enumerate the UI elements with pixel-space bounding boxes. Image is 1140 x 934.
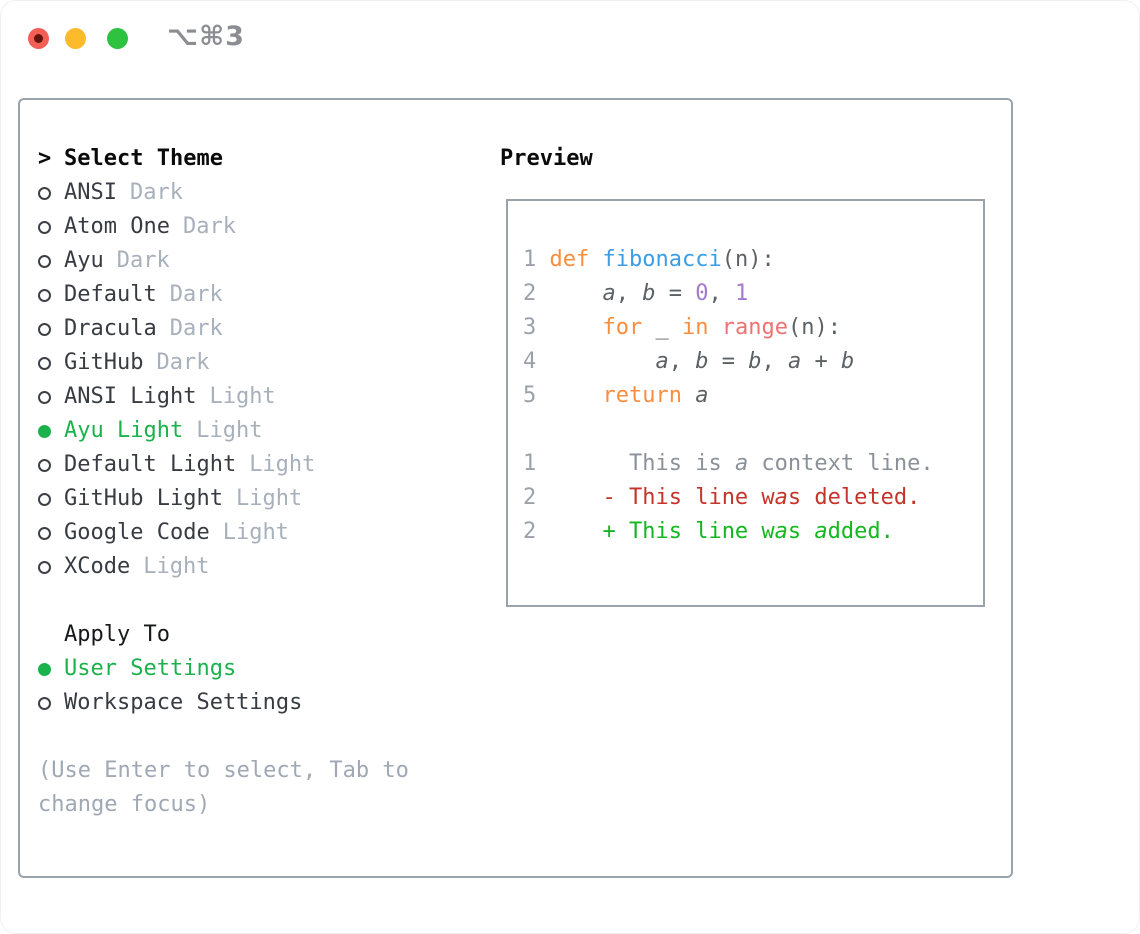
- radio-unselected-icon: [38, 492, 51, 506]
- radio-unselected-icon: [38, 526, 51, 540]
- option-label: Default: [64, 282, 157, 307]
- code-line: 2 + This line was added.: [523, 519, 894, 544]
- theme-option-github[interactable]: GitHub Dark: [38, 346, 409, 380]
- radio-unselected-icon: [38, 390, 51, 404]
- cursor-caret-icon: >: [38, 146, 52, 171]
- radio-unselected-icon: [38, 220, 51, 234]
- minimize-button[interactable]: [65, 28, 86, 49]
- option-label: XCode: [64, 554, 131, 579]
- radio-selected-icon: [38, 424, 51, 438]
- radio-unselected-icon: [38, 288, 51, 302]
- apply-to-title: Apply To: [64, 622, 170, 647]
- option-label: Default Light: [64, 452, 237, 477]
- theme-option-xcode[interactable]: XCode Light: [38, 550, 409, 584]
- code-line: 1 This is a context line.: [523, 451, 934, 476]
- apply-option-user-settings[interactable]: User Settings: [38, 652, 409, 686]
- theme-variant-tag: Dark: [129, 180, 183, 205]
- marker-cell: [38, 288, 64, 302]
- theme-variant-tag: Light: [235, 486, 303, 511]
- code-line: 3 for _ in range(n):: [523, 315, 841, 340]
- theme-variant-tag: Dark: [169, 316, 223, 341]
- marker-cell: [38, 492, 64, 506]
- theme-option-github-light[interactable]: GitHub Light Light: [38, 482, 409, 516]
- marker-cell: [38, 424, 64, 438]
- option-label: ANSI: [64, 180, 117, 205]
- option-label: User Settings: [64, 656, 237, 681]
- help-text-line2: change focus): [38, 792, 211, 817]
- radio-unselected-icon: [38, 254, 51, 268]
- spacer: [38, 584, 409, 618]
- marker-cell: [38, 186, 64, 200]
- theme-option-ayu[interactable]: Ayu Dark: [38, 244, 409, 278]
- marker-cell: [38, 254, 64, 268]
- theme-variant-tag: Light: [143, 554, 210, 579]
- close-button[interactable]: [28, 28, 49, 49]
- option-label: Workspace Settings: [64, 690, 303, 715]
- apply-option-workspace-settings[interactable]: Workspace Settings: [38, 686, 409, 720]
- theme-variant-tag: Dark: [156, 350, 210, 375]
- radio-selected-icon: [38, 662, 51, 676]
- unsaved-changes-dot-icon: [34, 34, 43, 43]
- theme-option-default-light[interactable]: Default Light Light: [38, 448, 409, 482]
- radio-unselected-icon: [38, 560, 51, 574]
- code-preview: 1 def fibonacci(n): 2 a, b = 0, 1 3 for _ …: [523, 243, 983, 549]
- code-line: 1 def fibonacci(n):: [523, 247, 775, 272]
- code-line: 2 a, b = 0, 1: [523, 281, 749, 306]
- zoom-button[interactable]: [107, 28, 128, 49]
- option-label: Ayu Light: [64, 418, 184, 443]
- window-title: ⌥⌘3: [167, 21, 245, 52]
- select-theme-title: Select Theme: [64, 146, 223, 171]
- theme-variant-tag: Dark: [116, 248, 170, 273]
- help-text-line1: (Use Enter to select, Tab to: [38, 758, 409, 783]
- radio-unselected-icon: [38, 356, 51, 370]
- option-label: GitHub Light: [64, 486, 223, 511]
- marker-cell: [38, 220, 64, 234]
- spacer: [38, 720, 409, 754]
- option-label: Dracula: [64, 316, 157, 341]
- option-label: ANSI Light: [64, 384, 197, 409]
- marker-cell: [38, 322, 64, 336]
- marker-cell: [38, 458, 64, 472]
- theme-variant-tag: Light: [209, 384, 276, 409]
- select-theme-header: > Select Theme: [38, 142, 409, 176]
- apply-to-header: Apply To: [38, 618, 409, 652]
- marker-cell: [38, 696, 64, 710]
- radio-unselected-icon: [38, 458, 51, 472]
- marker-cell: [38, 662, 64, 676]
- theme-variant-tag: Light: [196, 418, 263, 443]
- preview-pane: 1 def fibonacci(n): 2 a, b = 0, 1 3 for _ …: [506, 199, 985, 607]
- marker-cell: [38, 526, 64, 540]
- theme-option-ansi-light[interactable]: ANSI Light Light: [38, 380, 409, 414]
- marker-cell: [38, 560, 64, 574]
- theme-variant-tag: Light: [249, 452, 316, 477]
- code-line: [523, 413, 983, 447]
- option-label: Atom One: [64, 214, 170, 239]
- theme-option-ayu-light[interactable]: Ayu Light Light: [38, 414, 409, 448]
- preview-title: Preview: [500, 146, 593, 171]
- option-label: Google Code: [64, 520, 210, 545]
- code-line: 4 a, b = b, a + b: [523, 349, 855, 374]
- option-label: Ayu: [64, 248, 104, 273]
- option-label: GitHub: [64, 350, 144, 375]
- marker-cell: [38, 356, 64, 370]
- theme-variant-tag: Light: [222, 520, 289, 545]
- theme-option-google-code[interactable]: Google Code Light: [38, 516, 409, 550]
- code-line: 5 return a: [523, 383, 709, 408]
- marker-cell: [38, 390, 64, 404]
- radio-unselected-icon: [38, 186, 51, 200]
- theme-option-default[interactable]: Default Dark: [38, 278, 409, 312]
- theme-option-atom-one[interactable]: Atom One Dark: [38, 210, 409, 244]
- radio-unselected-icon: [38, 322, 51, 336]
- code-line: 2 - This line was deleted.: [523, 485, 921, 510]
- theme-variant-tag: Dark: [182, 214, 236, 239]
- theme-option-dracula[interactable]: Dracula Dark: [38, 312, 409, 346]
- theme-option-ansi[interactable]: ANSI Dark: [38, 176, 409, 210]
- radio-unselected-icon: [38, 696, 51, 710]
- theme-variant-tag: Dark: [169, 282, 223, 307]
